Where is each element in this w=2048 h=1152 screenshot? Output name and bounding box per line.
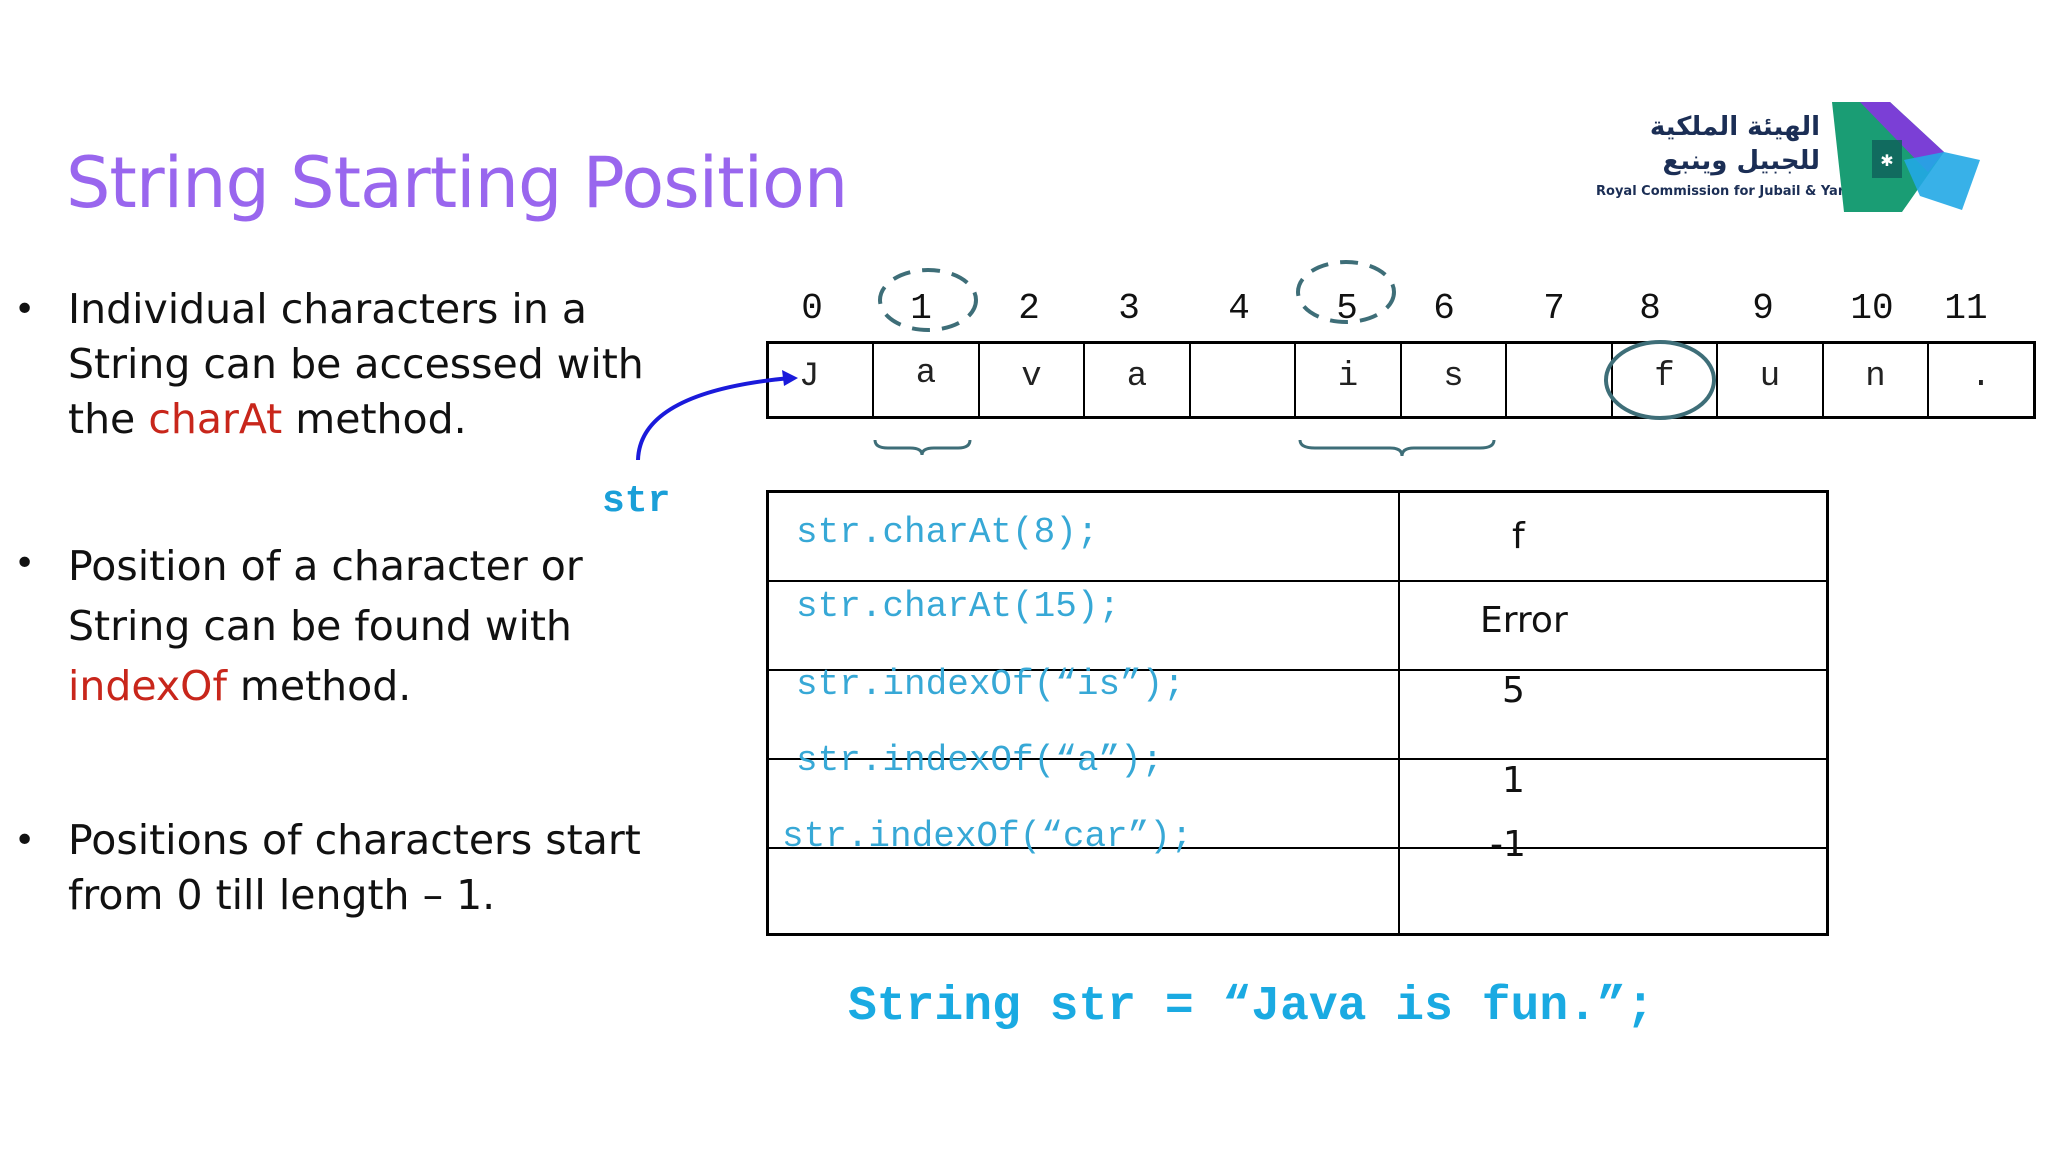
table-row — [769, 582, 1826, 671]
result-value: 1 — [1502, 760, 1525, 801]
index-label: 7 — [1543, 288, 1565, 329]
slide-title: String Starting Position — [66, 142, 848, 224]
index-label: 3 — [1118, 288, 1140, 329]
bullet-marker: • — [14, 820, 36, 861]
pointer-arrowhead — [782, 370, 798, 386]
code-call: str.indexOf(“car”); — [782, 816, 1193, 857]
table-row — [769, 493, 1826, 582]
bullet-marker: • — [14, 543, 36, 584]
circle-char-f — [1604, 340, 1716, 420]
bullet-text: Position of a character or String can be… — [68, 542, 583, 710]
char-cell — [1191, 344, 1296, 416]
index-label: 11 — [1944, 288, 1988, 329]
index-label: 1 — [910, 288, 932, 329]
char-cell: a — [874, 344, 980, 416]
char-cell: J — [769, 344, 874, 416]
char-strip: J a v a i s f u n . — [766, 341, 2036, 419]
bullet-text: Positions of characters start from 0 til… — [68, 816, 641, 919]
index-label: 4 — [1228, 288, 1250, 329]
char-cell: f — [1613, 344, 1718, 416]
dashed-circle-index-5 — [1296, 260, 1396, 324]
string-declaration: String str = “Java is fun.”; — [848, 980, 1655, 1034]
pointer-arrow — [636, 376, 791, 461]
code-call: str.charAt(8); — [796, 512, 1099, 553]
table-divider — [1398, 493, 1400, 933]
brace-a — [873, 439, 972, 456]
bullet-text: Individual characters in a String can be… — [68, 285, 644, 443]
index-label: 6 — [1433, 288, 1455, 329]
index-label: 9 — [1752, 288, 1774, 329]
index-label: 10 — [1850, 288, 1894, 329]
char-cell — [1507, 344, 1613, 416]
rcjy-logo: الهيئة الملكية للجبيل وينبع Royal Commis… — [1590, 100, 1980, 220]
char-cell: s — [1402, 344, 1507, 416]
result-value: Error — [1480, 600, 1568, 641]
logo-emblem-icon: ✱ — [1832, 102, 1980, 212]
table-row — [769, 849, 1826, 938]
code-call: str.indexOf(“is”); — [796, 664, 1185, 705]
result-value: -1 — [1490, 824, 1526, 865]
result-value: 5 — [1502, 670, 1525, 711]
char-cell: n — [1824, 344, 1929, 416]
pointer-label: str — [602, 480, 671, 523]
table-row — [769, 671, 1826, 760]
char-cell: v — [980, 344, 1085, 416]
index-label: 2 — [1018, 288, 1040, 329]
result-value: f — [1512, 516, 1525, 557]
char-cell: a — [1085, 344, 1191, 416]
svg-text:✱: ✱ — [1880, 151, 1893, 170]
char-cell: i — [1296, 344, 1402, 416]
char-cell: . — [1970, 358, 1992, 396]
keyword-charat: charAt — [148, 395, 283, 443]
logo-arabic-text: الهيئة الملكية للجبيل وينبع — [1649, 112, 1820, 176]
char-cell: u — [1718, 344, 1824, 416]
table-row — [769, 760, 1826, 849]
examples-table — [766, 490, 1829, 936]
bullet-marker: • — [14, 289, 36, 330]
code-call: str.indexOf(“a”); — [796, 740, 1164, 781]
index-label: 0 — [801, 288, 823, 329]
dashed-circle-index-1 — [878, 268, 978, 332]
keyword-indexof: indexOf — [68, 662, 227, 710]
index-label: 5 — [1336, 288, 1358, 329]
logo-english-text: Royal Commission for Jubail & Yanbu — [1596, 184, 1866, 199]
index-label: 8 — [1639, 288, 1661, 329]
brace-is — [1298, 439, 1496, 457]
code-call: str.charAt(15); — [796, 586, 1121, 627]
